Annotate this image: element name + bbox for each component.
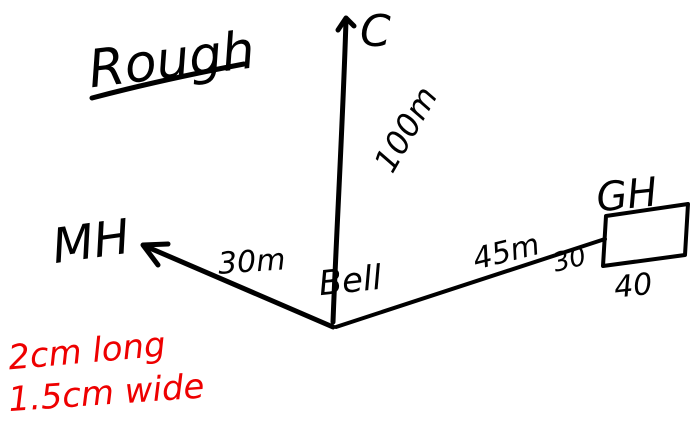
line-to-gh — [334, 237, 607, 329]
label-mh: MH — [49, 209, 134, 275]
label-gh: GH — [594, 169, 660, 221]
distance-to-mh: 30m — [217, 242, 287, 282]
gh-building-outline — [601, 202, 690, 268]
label-c: C — [360, 6, 391, 57]
label-bell: Bell — [317, 258, 385, 304]
distance-to-gh: 45m — [469, 227, 543, 277]
distance-to-c: 100m — [366, 80, 445, 179]
arrowhead-mh — [140, 241, 171, 268]
building-width-label: 40 — [612, 267, 654, 306]
title-underline — [89, 61, 247, 101]
line-to-c — [330, 17, 349, 325]
arrowhead-c — [335, 15, 357, 33]
line-to-mh — [142, 243, 336, 330]
building-depth-label: 30 — [550, 242, 589, 279]
sketch-title: Rough — [85, 20, 258, 100]
